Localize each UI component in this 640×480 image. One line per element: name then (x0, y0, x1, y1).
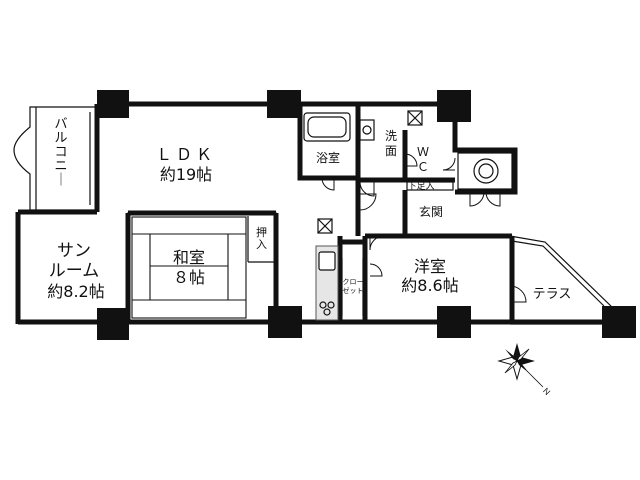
interior-walls (125, 104, 455, 323)
balcony-label-char: コ (54, 145, 67, 160)
balcony-label-char: ル (54, 131, 67, 146)
closet-doors (341, 258, 364, 316)
ldk-label: ＬＤＫ (156, 145, 216, 164)
wc-toilet (457, 152, 513, 190)
wc-label-2: Ｃ (417, 160, 429, 174)
senmen-label-1: 洗 (385, 129, 397, 143)
bath-label: 浴室 (316, 150, 340, 165)
washitsu-label: 和室 (173, 248, 205, 267)
structural-columns (97, 90, 636, 340)
oshiire-label: 押入 (256, 225, 267, 251)
balcony-label-char: ニ (54, 159, 67, 174)
washitsu-size-label: ８帖 (173, 268, 205, 287)
shoe-cabinet (406, 181, 454, 191)
oshiire-label-char: 押 (256, 225, 267, 239)
terrace-label: テラス (533, 287, 572, 302)
balcony-label-char: ｜ (54, 173, 67, 188)
balcony-area (13, 106, 97, 211)
laundry-pan (407, 110, 423, 126)
tatami-mats (131, 216, 247, 319)
compass-rose-icon (497, 343, 544, 388)
kitchen-counter (315, 245, 339, 321)
genkan-label: 玄関 (419, 204, 443, 219)
closet-text-line: クロー (343, 278, 364, 286)
sunroom-size-label: 約8.2帖 (47, 282, 104, 301)
sunroom-label-1: サン (57, 241, 91, 261)
balcony-label-char: バ (54, 117, 67, 132)
north-label: Ｎ (540, 386, 552, 398)
oshiire-label-char: 入 (256, 238, 267, 251)
yoshitsu-label: 洋室 (414, 257, 446, 276)
balcony-label: バルコニ｜ (54, 117, 67, 188)
terrace-area (509, 235, 616, 325)
room-labels: ＬＤＫ 約19帖 バルコニ｜ サン ルーム 約8.2帖 和室 ８帖 押入 浴室 … (47, 117, 571, 302)
closet-text-line: ゼット (343, 286, 364, 295)
yoshitsu-size-label: 約8.6帖 (401, 276, 458, 295)
pipe-space-kitchen (317, 218, 333, 234)
senmen-label-2: 面 (385, 144, 397, 158)
door-swings (321, 153, 527, 303)
shoe-cabinet-label: 下足入 (407, 181, 434, 192)
closet-label: クローゼット (343, 278, 364, 295)
wash-basin (359, 119, 375, 141)
wc-label-1: Ｗ (417, 145, 429, 159)
bathtub (303, 112, 351, 142)
sunroom-label-2: ルーム (49, 261, 100, 281)
ldk-size-label: 約19帖 (160, 165, 212, 184)
